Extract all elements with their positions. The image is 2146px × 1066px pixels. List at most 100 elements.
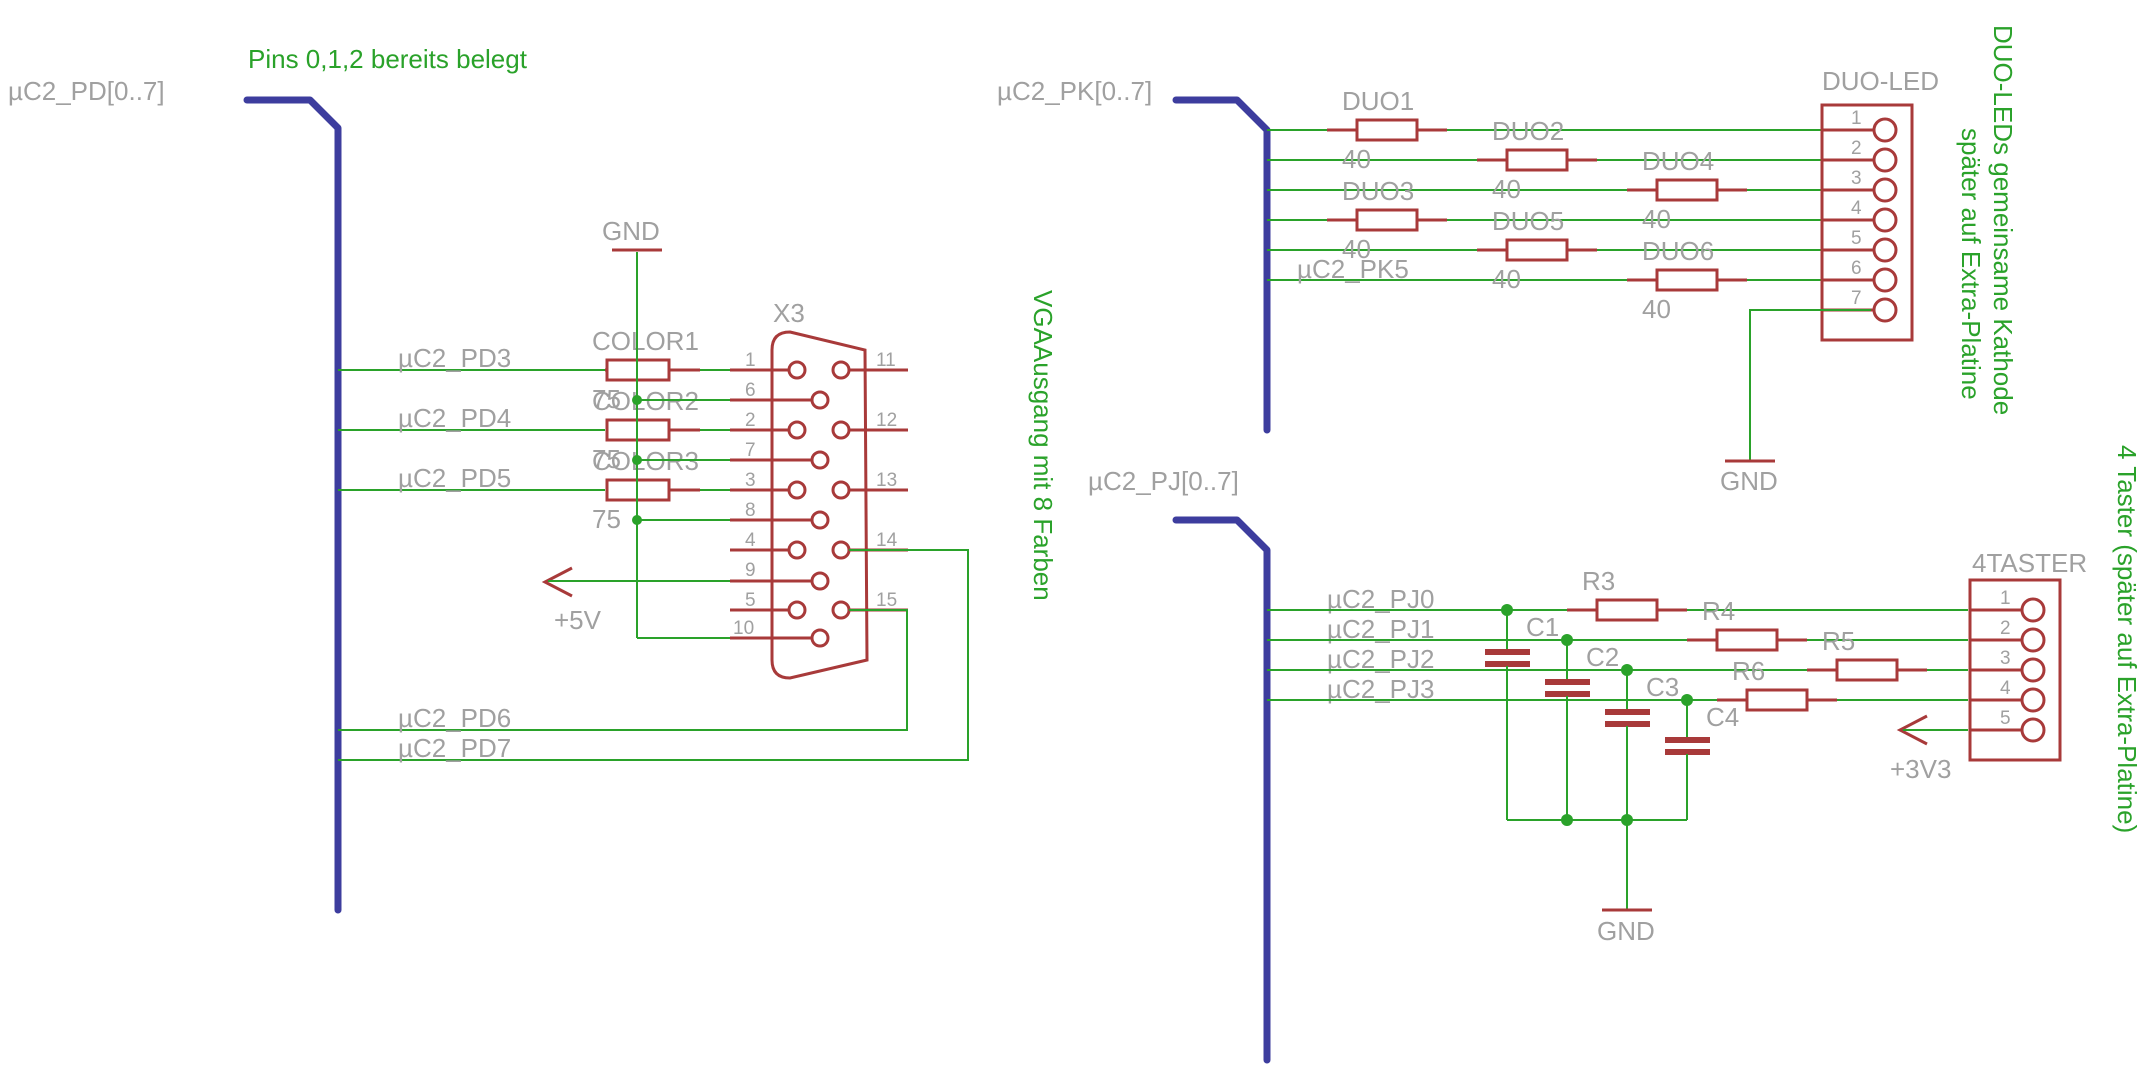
resistor-r6 bbox=[1745, 688, 1809, 712]
resistor-duo6-value: 40 bbox=[1642, 294, 1671, 324]
connector-4taster-name: 4TASTER bbox=[1972, 548, 2087, 578]
note-pins-used: Pins 0,1,2 bereits belegt bbox=[248, 44, 528, 74]
capacitor-c1-name: C1 bbox=[1526, 612, 1559, 642]
svg-text:6: 6 bbox=[1851, 258, 1862, 279]
gnd-label-taster: GND bbox=[1597, 916, 1655, 946]
svg-text:6: 6 bbox=[745, 380, 756, 401]
resistor-duo5-name: DUO5 bbox=[1492, 206, 1564, 236]
svg-text:2: 2 bbox=[1851, 138, 1862, 159]
supply-arrow-3v3 bbox=[1896, 714, 1928, 746]
connector-duo-led-name: DUO-LED bbox=[1822, 66, 1939, 96]
supply-label-3v3: +3V3 bbox=[1890, 754, 1951, 784]
svg-text:4: 4 bbox=[2000, 678, 2011, 699]
resistor-duo1-name: DUO1 bbox=[1342, 86, 1414, 116]
capacitor-c3-name: C3 bbox=[1646, 672, 1679, 702]
connector-x3-pin-numbers: 1 6 2 7 3 8 4 9 5 10 11 12 13 14 15 bbox=[733, 350, 898, 639]
capacitor-c2-name: C2 bbox=[1586, 642, 1619, 672]
resistor-duo4-name: DUO4 bbox=[1642, 146, 1714, 176]
svg-text:7: 7 bbox=[745, 440, 756, 461]
resistor-r3-name: R3 bbox=[1582, 566, 1615, 596]
resistor-r6-name: R6 bbox=[1732, 656, 1765, 686]
resistor-color3-value: 75 bbox=[592, 504, 621, 534]
svg-text:3: 3 bbox=[745, 470, 756, 491]
capacitor-c4-name: C4 bbox=[1706, 702, 1739, 732]
svg-text:5: 5 bbox=[745, 590, 756, 611]
net-label-pd3: µC2_PD3 bbox=[398, 343, 511, 373]
resistor-duo2 bbox=[1505, 148, 1569, 172]
bus-pk bbox=[1172, 96, 1271, 434]
svg-text:9: 9 bbox=[745, 560, 756, 581]
resistor-duo4 bbox=[1655, 178, 1719, 202]
bus-pd bbox=[243, 96, 342, 914]
taster-section: µC2_PJ[0..7] µC2_PJ0 µC2_PJ1 µC2_PJ2 µC2… bbox=[1088, 445, 2142, 1064]
supply-arrow-5v bbox=[541, 566, 573, 598]
resistor-duo2-name: DUO2 bbox=[1492, 116, 1564, 146]
wire-pd6 bbox=[338, 609, 908, 731]
resistor-duo6 bbox=[1655, 268, 1719, 292]
capacitor-c2 bbox=[1545, 634, 1590, 820]
svg-text:2: 2 bbox=[745, 410, 756, 431]
connector-x3-body bbox=[770, 330, 869, 680]
note-duo-line1: DUO-LEDs gemeinsame Kathode bbox=[1988, 25, 2018, 415]
resistor-duo3 bbox=[1355, 208, 1419, 232]
resistor-duo2-value: 40 bbox=[1492, 174, 1521, 204]
connector-x3-name: X3 bbox=[773, 298, 805, 328]
svg-text:15: 15 bbox=[876, 590, 897, 611]
connector-4taster-pins: 1 2 3 4 5 bbox=[1970, 588, 2046, 743]
svg-text:4: 4 bbox=[1851, 198, 1862, 219]
wire-pd7 bbox=[338, 549, 969, 761]
resistor-duo1 bbox=[1355, 118, 1419, 142]
resistor-duo3-value: 40 bbox=[1342, 234, 1371, 264]
resistor-duo6-name: DUO6 bbox=[1642, 236, 1714, 266]
gnd-label-duo: GND bbox=[1720, 466, 1778, 496]
resistor-duo5-value: 40 bbox=[1492, 264, 1521, 294]
svg-text:10: 10 bbox=[733, 618, 754, 639]
resistor-duo1-value: 40 bbox=[1342, 144, 1371, 174]
bus-pj bbox=[1172, 516, 1271, 1064]
net-label-pd5: µC2_PD5 bbox=[398, 463, 511, 493]
bus-label-pj: µC2_PJ[0..7] bbox=[1088, 466, 1239, 496]
resistor-color1-value: 75 bbox=[592, 384, 621, 414]
gnd-label-vga: GND bbox=[602, 216, 660, 246]
supply-label-5v: +5V bbox=[554, 605, 602, 635]
resistor-color1-name: COLOR1 bbox=[592, 326, 699, 356]
resistor-color2-value: 75 bbox=[592, 444, 621, 474]
note-duo-line2: später auf Extra-Platine bbox=[1956, 128, 1986, 400]
svg-text:3: 3 bbox=[1851, 168, 1862, 189]
resistor-duo3-name: DUO3 bbox=[1342, 176, 1414, 206]
capacitor-c1 bbox=[1485, 604, 1530, 820]
svg-text:13: 13 bbox=[876, 470, 897, 491]
svg-text:4: 4 bbox=[745, 530, 756, 551]
svg-text:3: 3 bbox=[2000, 648, 2011, 669]
resistor-r4 bbox=[1715, 628, 1779, 652]
bus-label-pk: µC2_PK[0..7] bbox=[997, 76, 1152, 106]
duo-led-section: µC2_PK[0..7] DUO1 40 DUO2 40 DUO3 40 bbox=[997, 25, 2018, 496]
svg-text:5: 5 bbox=[2000, 708, 2011, 729]
svg-text:1: 1 bbox=[1851, 108, 1862, 129]
resistor-duo5 bbox=[1505, 238, 1569, 262]
svg-text:11: 11 bbox=[876, 350, 896, 371]
resistor-r5-name: R5 bbox=[1822, 626, 1855, 656]
resistor-r3 bbox=[1595, 598, 1659, 622]
svg-text:1: 1 bbox=[2000, 588, 2011, 609]
capacitor-c4 bbox=[1665, 694, 1710, 820]
svg-text:2: 2 bbox=[2000, 618, 2011, 639]
resistor-r4-name: R4 bbox=[1702, 596, 1735, 626]
svg-text:8: 8 bbox=[745, 500, 756, 521]
svg-text:7: 7 bbox=[1851, 288, 1862, 309]
connector-duo-led-body bbox=[1820, 103, 1914, 342]
vga-left-stubs bbox=[700, 368, 812, 640]
wire-duo-gnd bbox=[1749, 309, 1871, 460]
connector-duo-led-pins: 1 2 3 4 5 6 7 bbox=[1822, 108, 1898, 323]
note-4-taster: 4 Taster (später auf Extra-Platine) bbox=[2112, 445, 2142, 833]
resistor-duo4-value: 40 bbox=[1642, 204, 1671, 234]
svg-text:12: 12 bbox=[876, 410, 897, 431]
net-label-pd7: µC2_PD7 bbox=[398, 733, 511, 763]
net-label-pd4: µC2_PD4 bbox=[398, 403, 511, 433]
svg-text:14: 14 bbox=[876, 530, 898, 551]
svg-text:5: 5 bbox=[1851, 228, 1862, 249]
bus-label-pd: µC2_PD[0..7] bbox=[8, 76, 165, 106]
net-label-pd6: µC2_PD6 bbox=[398, 703, 511, 733]
note-vga-output: VGAAusgang mit 8 Farben bbox=[1028, 290, 1058, 601]
